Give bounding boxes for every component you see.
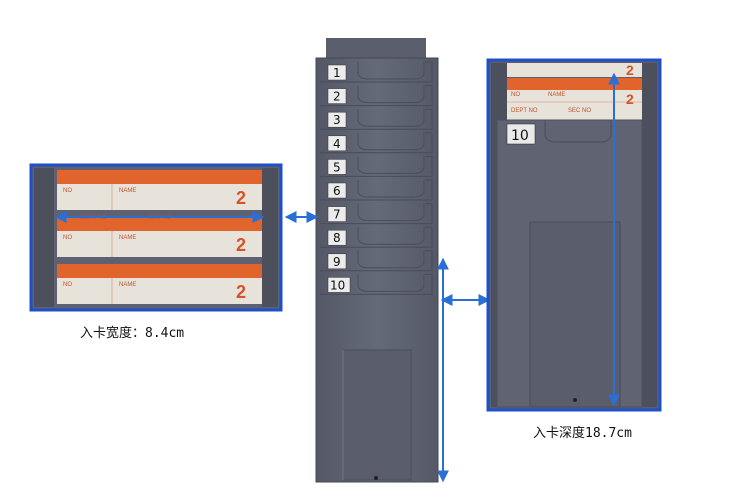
rack-slots: 1 2 3 4 5 6 7 8 9 10: [320, 61, 433, 295]
rack-slot: 10: [320, 273, 433, 295]
card-name-label: NAME: [119, 235, 136, 241]
rack-slot-number: 7: [333, 208, 341, 222]
rack-slot-number: 6: [333, 184, 341, 198]
rack-slot: 3: [320, 108, 433, 130]
rack-slot-number: 9: [333, 255, 341, 269]
rack-slot: 7: [320, 203, 433, 225]
rack-slot: 8: [320, 226, 433, 248]
card-name-label: NAME: [119, 282, 136, 288]
time-card: NO NAME 2: [57, 170, 262, 210]
card-number: 2: [236, 282, 246, 302]
rack-slot: 4: [320, 132, 433, 154]
right-slot-number: 10: [511, 128, 529, 144]
rack-slot-number: 4: [333, 137, 341, 151]
card-number: 2: [236, 188, 246, 208]
card-no-label: NO: [63, 188, 72, 194]
rack-slot-number: 5: [333, 160, 341, 174]
rack-slot-number: 3: [333, 113, 341, 127]
card-rack: 1 2 3 4 5 6 7 8 9 10: [315, 38, 439, 483]
time-card: NO NAME 2: [57, 264, 262, 304]
rack-slot: 5: [320, 155, 433, 177]
rack-slot: 6: [320, 179, 433, 201]
rack-bottom-pocket: [342, 349, 412, 481]
right-inset: 2 NO NAME 2 DEPT NO SEC NO 10: [486, 58, 662, 412]
depth-caption: 入卡深度18.7cm: [533, 426, 632, 441]
rack-slot: 9: [320, 250, 433, 272]
card-no-label: NO: [63, 235, 72, 241]
right-card-number: 2: [626, 91, 634, 107]
width-caption: 入卡宽度：8.4cm: [80, 326, 185, 341]
rack-slot: 1: [320, 61, 433, 83]
right-card-sec: SEC NO: [568, 108, 591, 114]
card-no-label: NO: [63, 282, 72, 288]
card-name-label: NAME: [119, 188, 136, 194]
rack-slot-number: 1: [333, 66, 341, 80]
rack-slot-number: 2: [333, 90, 341, 104]
right-top-number: 2: [626, 62, 634, 78]
time-card: NO NAME 2: [57, 217, 262, 257]
rack-hole: [374, 476, 378, 480]
rack-slot-number: 10: [330, 278, 345, 292]
right-card-no: NO: [511, 92, 520, 98]
card-number: 2: [236, 235, 246, 255]
right-card-name: NAME: [548, 92, 565, 98]
rack-slot-number: 8: [333, 231, 341, 245]
right-card-dept: DEPT NO: [511, 108, 538, 114]
rack-slot: 2: [320, 85, 433, 107]
